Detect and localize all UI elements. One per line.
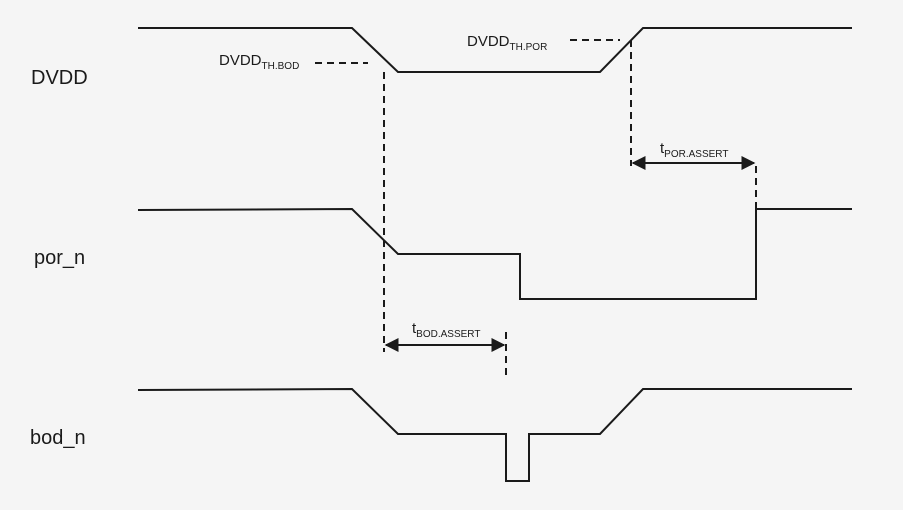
dvdd-label: DVDD <box>31 67 88 89</box>
t-bod-assert-main: t <box>412 320 417 337</box>
th-por-label: DVDDTH.POR <box>467 33 547 53</box>
th-bod-label: DVDDTH.BOD <box>219 52 299 72</box>
th-bod-sub: TH.BOD <box>262 61 300 72</box>
t-por-assert-label: tPOR.ASSERT <box>660 140 728 160</box>
th-por-sub: TH.POR <box>510 42 548 53</box>
bod-n-waveform <box>137 387 852 482</box>
th-por-main: DVDD <box>467 33 510 50</box>
t-por-assert-sub: POR.ASSERT <box>664 149 728 160</box>
por-n-waveform <box>137 207 852 300</box>
th-bod-main: DVDD <box>219 52 262 69</box>
t-por-assert-main: t <box>660 140 665 157</box>
dvdd-waveform <box>138 27 852 73</box>
t-bod-assert-sub: BOD.ASSERT <box>416 329 480 340</box>
bod-n-label: bod_n <box>30 427 86 449</box>
t-bod-assert-label: tBOD.ASSERT <box>412 320 480 340</box>
por-n-label: por_n <box>34 247 85 269</box>
